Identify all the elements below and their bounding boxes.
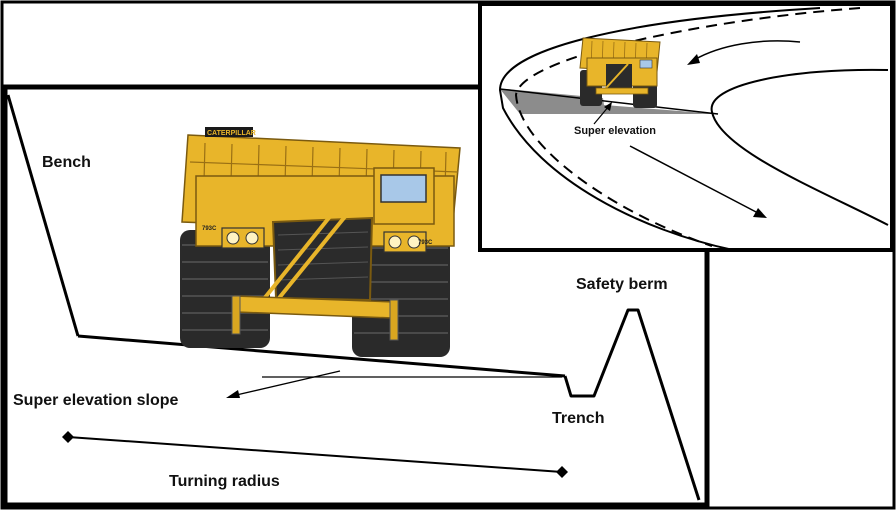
strut-right	[389, 299, 399, 341]
inset-haul-truck	[579, 37, 661, 108]
ladder	[261, 202, 354, 305]
direction-arrowhead-top	[687, 54, 700, 65]
tire-right	[352, 232, 450, 357]
super-elevation-pointer	[593, 105, 610, 125]
super-elevation-label: Super elevation	[574, 125, 656, 137]
inner-road-edge	[710, 68, 889, 226]
model-plate-left: 793C	[202, 226, 217, 232]
cab-window	[380, 174, 427, 203]
inset-panel-frame	[478, 2, 894, 252]
direction-arrow-top	[693, 40, 801, 61]
trench-and-berm-profile	[563, 308, 701, 501]
turning-radius-line	[67, 436, 563, 473]
road-surface	[77, 334, 566, 378]
super-elevation-pointer-head	[604, 102, 612, 111]
strut-left	[231, 295, 241, 335]
outer-road-edge	[498, 7, 821, 251]
truck-brand-text: CATERPILLAR	[207, 130, 256, 137]
turning-radius-diamond-right	[556, 466, 568, 478]
bench-wall	[6, 94, 80, 337]
bench-label: Bench	[42, 154, 91, 171]
shade-top-edge	[499, 88, 719, 115]
slope-arrowhead	[226, 390, 240, 398]
haul-truck-front-view: CATERPILLAR	[180, 127, 461, 357]
canopy-brand-plate	[205, 127, 253, 137]
trench-label: Trench	[552, 410, 604, 427]
direction-arrow-bottom	[629, 145, 759, 214]
inset-plan-view: Super elevation	[478, 2, 894, 252]
slope-arrow	[231, 370, 341, 397]
model-plate-right: 793C	[418, 240, 433, 246]
turning-radius-diamond-left	[62, 431, 74, 443]
super-elevation-slope-label: Super elevation slope	[13, 392, 178, 409]
safety-berm-label: Safety berm	[576, 276, 668, 293]
turning-radius-label: Turning radius	[169, 473, 280, 490]
tire-left	[180, 230, 270, 348]
direction-arrowhead-bottom	[753, 208, 767, 218]
